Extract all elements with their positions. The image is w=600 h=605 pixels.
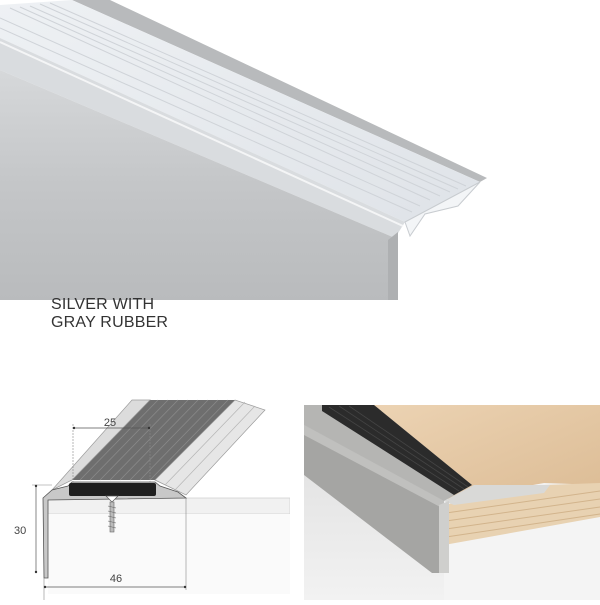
rubber-insert xyxy=(69,483,156,496)
screw-icon xyxy=(105,495,119,503)
product-color-caption: SILVER WITH GRAY RUBBER xyxy=(51,296,168,332)
dim-30-label: 30 xyxy=(14,525,26,537)
dim-25-label: 25 xyxy=(104,417,116,429)
cross-section-drawing: 25 30 46 xyxy=(14,399,291,600)
dim-46-label: 46 xyxy=(110,573,122,585)
stair-nosing-illustration xyxy=(0,0,487,300)
technical-diagram: 25 30 46 xyxy=(0,390,291,600)
rubber-insert xyxy=(322,405,472,495)
hero-product-image xyxy=(0,0,600,300)
caption-line-2: GRAY RUBBER xyxy=(51,314,169,331)
installed-product-photo xyxy=(304,405,600,600)
installed-nosing-illustration xyxy=(304,405,600,600)
caption-line-1: SILVER WITH xyxy=(51,296,155,313)
